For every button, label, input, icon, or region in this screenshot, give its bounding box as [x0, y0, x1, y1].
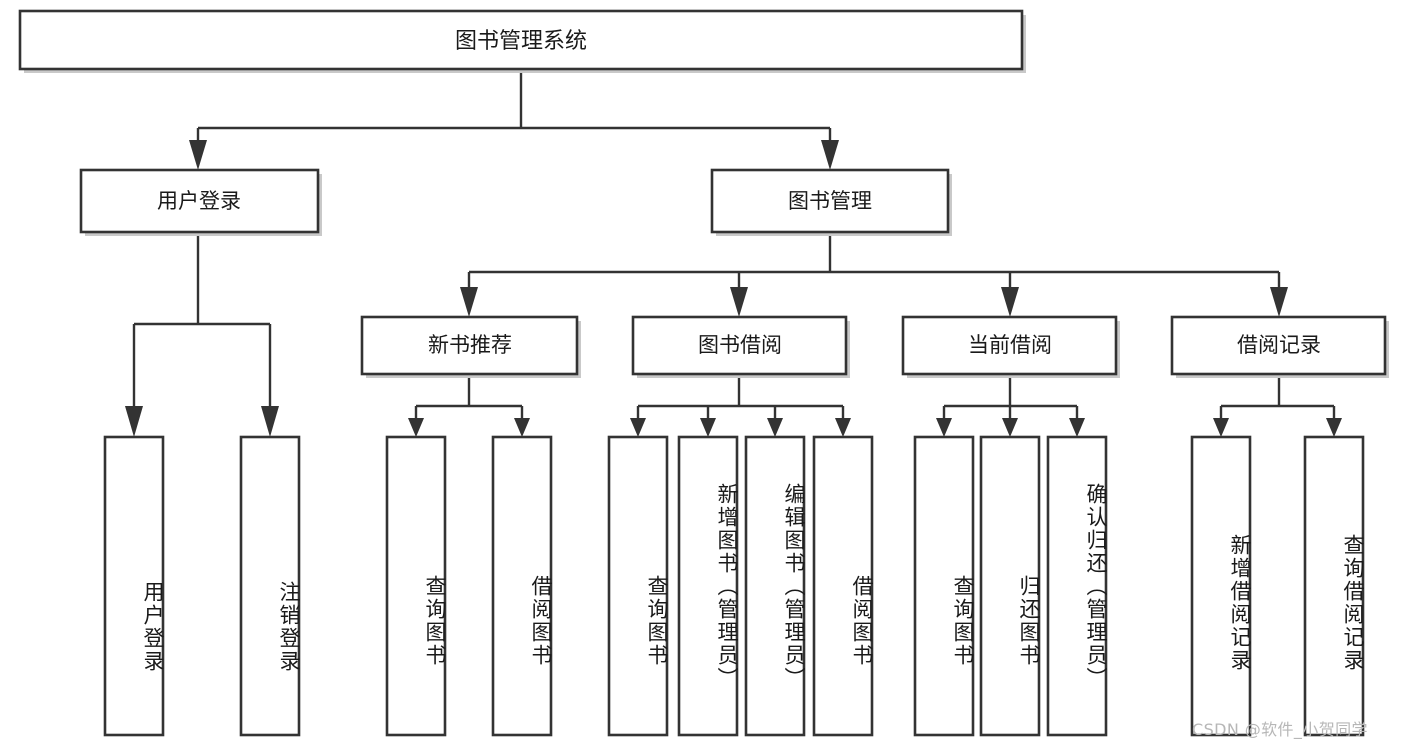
leaf-box-return-book[interactable] — [979, 435, 1041, 737]
node-book-borrow-box[interactable] — [631, 315, 848, 376]
arrow-to-book-management — [821, 140, 839, 170]
arrow-to-leaf-borrow-book-1 — [514, 418, 530, 437]
arrow-to-leaf-add-book — [700, 418, 716, 437]
arrow-to-leaf-user-login — [125, 406, 143, 437]
node-new-book-recommend[interactable]: 新书推荐 — [360, 315, 581, 378]
node-user-login-label: 用户登录 — [157, 189, 241, 213]
node-borrow-record-label: 借阅记录 — [1237, 333, 1321, 357]
arrow-to-leaf-edit-book — [767, 418, 783, 437]
arrow-to-current-borrow — [1001, 287, 1019, 317]
node-root-box[interactable] — [18, 9, 1024, 71]
node-new-book-recommend-box[interactable] — [360, 315, 579, 376]
arrow-to-leaf-logout-login — [261, 406, 279, 437]
node-book-borrow[interactable]: 图书借阅 — [631, 315, 850, 378]
leaf-box-query-book-2[interactable] — [607, 435, 669, 737]
leaf-box-add-record[interactable] — [1190, 435, 1252, 737]
node-current-borrow[interactable]: 当前借阅 — [901, 315, 1120, 378]
node-current-borrow-box[interactable] — [901, 315, 1118, 376]
node-borrow-record-box[interactable] — [1170, 315, 1387, 376]
node-user-login-box[interactable] — [79, 168, 320, 234]
arrow-to-leaf-confirm-return — [1069, 418, 1085, 437]
node-book-management-label: 图书管理 — [788, 189, 872, 213]
leaf-box-logout-login[interactable] — [239, 435, 301, 737]
csdn-watermark: CSDN @软件_小贺同学 — [1192, 720, 1368, 739]
leaf-box-query-book-3[interactable] — [913, 435, 975, 737]
leaf-box-confirm-return[interactable] — [1046, 435, 1108, 737]
arrow-to-leaf-borrow-book-2 — [835, 418, 851, 437]
leaf-box-user-login[interactable] — [103, 435, 165, 737]
node-root[interactable]: 图书管理系统 — [18, 9, 1026, 73]
leaf-box-add-book[interactable] — [677, 435, 739, 737]
arrow-to-leaf-query-record — [1326, 418, 1342, 437]
arrow-to-borrow-record — [1270, 287, 1288, 317]
leaf-box-edit-book[interactable] — [744, 435, 806, 737]
arrowhead-group — [125, 140, 1342, 437]
leaf-box-borrow-book-2[interactable] — [812, 435, 874, 737]
arrow-to-leaf-query-book-1 — [408, 418, 424, 437]
node-current-borrow-label: 当前借阅 — [968, 333, 1052, 357]
node-new-book-recommend-label: 新书推荐 — [428, 333, 512, 357]
arrow-to-leaf-query-book-2 — [630, 418, 646, 437]
arrow-to-leaf-query-book-3 — [936, 418, 952, 437]
node-book-management[interactable]: 图书管理 — [710, 168, 952, 236]
arrow-to-leaf-return-book — [1002, 418, 1018, 437]
arrow-to-user-login — [189, 140, 207, 170]
node-borrow-record[interactable]: 借阅记录 — [1170, 315, 1389, 378]
node-book-management-box[interactable] — [710, 168, 950, 234]
leaf-node-group — [103, 435, 1365, 737]
connector-group — [132, 69, 1336, 418]
node-user-login[interactable]: 用户登录 — [79, 168, 322, 236]
arrow-to-leaf-add-record — [1213, 418, 1229, 437]
arrow-to-new-book-recommend — [460, 287, 478, 317]
arrow-to-book-borrow — [730, 287, 748, 317]
node-root-label: 图书管理系统 — [455, 29, 587, 54]
leaf-box-query-book-1[interactable] — [385, 435, 447, 737]
node-book-borrow-label: 图书借阅 — [698, 333, 782, 357]
leaf-box-borrow-book-1[interactable] — [491, 435, 553, 737]
leaf-box-query-record[interactable] — [1303, 435, 1365, 737]
